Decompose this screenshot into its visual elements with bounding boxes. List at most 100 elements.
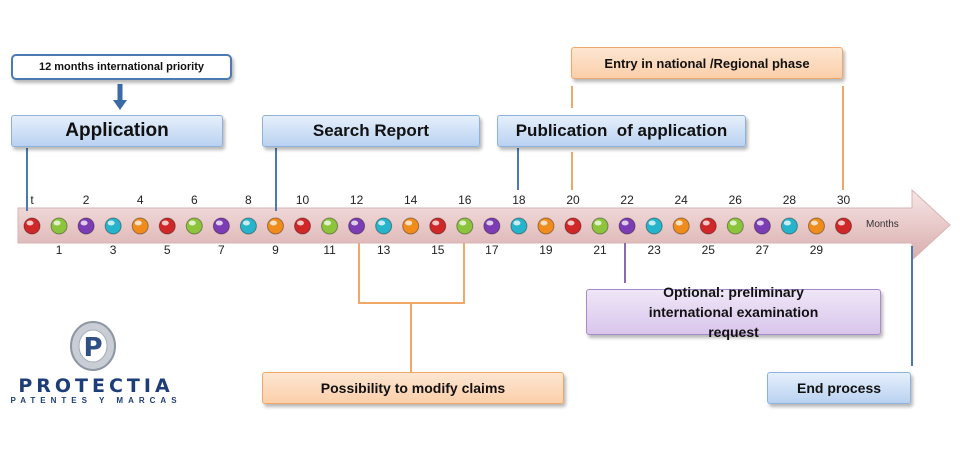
month-bead-highlight bbox=[810, 220, 818, 226]
month-bead bbox=[591, 217, 609, 235]
logo-tagline: PATENTES Y MARCAS bbox=[10, 396, 182, 405]
month-label-odd: 9 bbox=[272, 243, 279, 257]
modify-claims-label: Possibility to modify claims bbox=[320, 380, 506, 396]
month-bead bbox=[212, 217, 230, 235]
month-bead-highlight bbox=[405, 220, 413, 226]
month-bead bbox=[645, 217, 663, 235]
month-label-odd: 27 bbox=[755, 243, 770, 257]
month-label-even: 30 bbox=[836, 193, 851, 207]
month-label-even: 8 bbox=[245, 193, 252, 207]
month-bead bbox=[266, 217, 284, 235]
month-bead-highlight bbox=[675, 220, 683, 226]
month-label-odd: 5 bbox=[163, 243, 171, 257]
month-bead bbox=[835, 217, 852, 235]
month-bead-highlight bbox=[459, 220, 467, 226]
month-bead-highlight bbox=[513, 220, 521, 226]
publication-box: Publication of application bbox=[497, 115, 746, 147]
month-label-odd: 13 bbox=[376, 243, 391, 257]
month-bead bbox=[510, 217, 528, 235]
month-bead bbox=[375, 217, 393, 235]
month-bead bbox=[185, 217, 203, 235]
month-label-even: 4 bbox=[136, 193, 144, 207]
application-box: Application bbox=[11, 115, 223, 147]
month-label-odd: 15 bbox=[431, 243, 445, 257]
month-bead-highlight bbox=[215, 220, 223, 226]
month-bead bbox=[348, 217, 366, 235]
month-bead-highlight bbox=[621, 220, 629, 226]
modify-claims-bracket bbox=[358, 243, 465, 372]
month-bead-highlight bbox=[838, 220, 845, 226]
month-label-odd: 11 bbox=[323, 243, 336, 257]
month-bead-highlight bbox=[702, 220, 710, 226]
month-label-odd: 19 bbox=[539, 243, 553, 257]
month-label-even: 18 bbox=[512, 193, 526, 207]
month-bead-highlight bbox=[324, 220, 332, 226]
month-bead-highlight bbox=[26, 220, 34, 226]
month-label-odd: 29 bbox=[809, 243, 824, 257]
end-process-label: End process bbox=[796, 380, 882, 396]
month-bead-highlight bbox=[297, 220, 304, 226]
month-bead-highlight bbox=[378, 220, 386, 226]
month-bead bbox=[50, 217, 68, 235]
month-bead bbox=[131, 217, 149, 235]
month-label-even: 14 bbox=[404, 193, 418, 207]
month-label-odd: 17 bbox=[485, 243, 499, 257]
month-bead-highlight bbox=[134, 220, 142, 226]
preliminary-exam-label: Optional: preliminary international exam… bbox=[648, 284, 819, 340]
month-bead-highlight bbox=[783, 220, 791, 226]
month-label-even: 28 bbox=[782, 193, 797, 207]
month-label-even: 24 bbox=[674, 193, 688, 207]
end-process-box: End process bbox=[767, 372, 911, 404]
month-label-odd: 23 bbox=[647, 243, 661, 257]
month-bead bbox=[672, 217, 690, 235]
month-label-odd: 1 bbox=[55, 243, 63, 257]
month-bead bbox=[104, 217, 122, 235]
month-label-odd: 21 bbox=[593, 243, 607, 257]
month-bead bbox=[537, 217, 555, 235]
month-bead bbox=[807, 217, 825, 235]
month-bead bbox=[456, 217, 474, 235]
month-bead bbox=[726, 217, 744, 235]
month-label-even: 2 bbox=[82, 193, 90, 207]
month-bead-highlight bbox=[648, 220, 656, 226]
month-label-even: 16 bbox=[458, 193, 472, 207]
month-bead bbox=[753, 217, 771, 235]
month-bead-highlight bbox=[242, 220, 250, 226]
publication-label: Publication of application bbox=[515, 121, 728, 140]
month-label-even: 22 bbox=[620, 193, 634, 207]
month-bead bbox=[239, 217, 257, 235]
month-bead-highlight bbox=[567, 220, 575, 226]
preliminary-exam-box: Optional: preliminary international exam… bbox=[586, 284, 881, 340]
month-bead-highlight bbox=[351, 220, 359, 226]
month-bead bbox=[321, 217, 339, 235]
month-bead-highlight bbox=[756, 220, 764, 226]
months-unit-label: Months bbox=[866, 219, 899, 230]
month-bead-highlight bbox=[729, 220, 737, 226]
month-bead bbox=[699, 217, 717, 235]
month-bead bbox=[564, 217, 582, 235]
priority-label: 12 months international priority bbox=[38, 61, 205, 73]
month-bead-highlight bbox=[269, 220, 277, 226]
month-bead-highlight bbox=[540, 220, 548, 226]
month-bead bbox=[158, 217, 176, 235]
modify-claims-box: Possibility to modify claims bbox=[262, 372, 564, 404]
month-bead bbox=[77, 217, 95, 235]
month-bead-highlight bbox=[486, 220, 494, 226]
month-bead-highlight bbox=[594, 220, 602, 226]
month-label-even: 26 bbox=[728, 193, 742, 207]
search-report-label: Search Report bbox=[312, 121, 430, 140]
month-label-odd: 3 bbox=[109, 243, 117, 257]
month-bead-highlight bbox=[53, 220, 61, 226]
national-phase-box: Entry in national /Regional phase bbox=[571, 47, 843, 79]
month-bead-highlight bbox=[432, 220, 440, 226]
month-bead-highlight bbox=[107, 220, 115, 226]
month-bead-highlight bbox=[161, 220, 169, 226]
month-bead bbox=[429, 217, 447, 235]
month-bead bbox=[294, 217, 311, 235]
protectia-logo-mark: P bbox=[70, 321, 116, 371]
month-bead bbox=[483, 217, 501, 235]
national-phase-label: Entry in national /Regional phase bbox=[604, 55, 810, 71]
month-bead bbox=[402, 217, 420, 235]
